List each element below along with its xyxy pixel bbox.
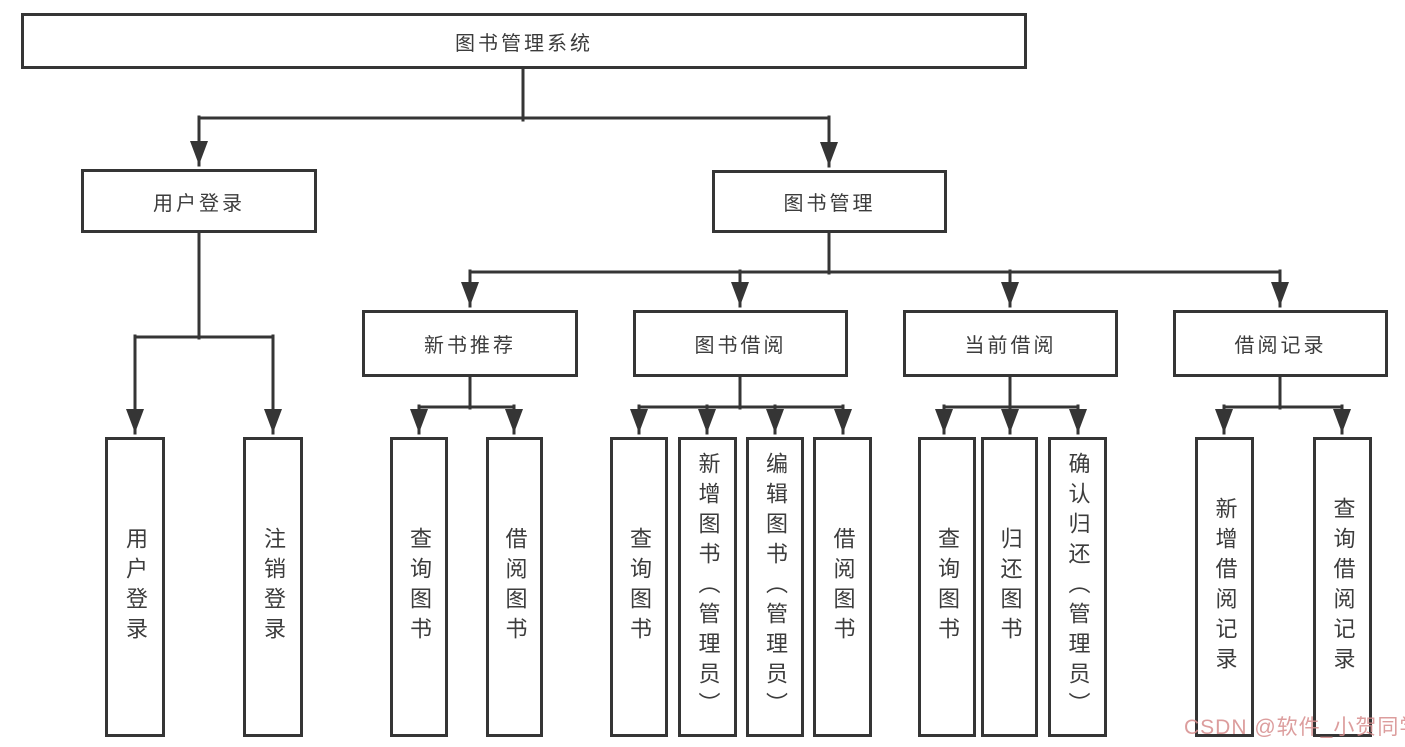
leaf-label: 查询图书 <box>935 527 960 647</box>
node-borrow-record: 借阅记录 <box>1173 310 1388 377</box>
leaf-label: 用户登录 <box>123 527 148 647</box>
node-current-borrow: 当前借阅 <box>903 310 1118 377</box>
node-library-management-system: 图书管理系统 <box>21 13 1027 69</box>
leaf-label: 编辑图书（管理员） <box>763 452 788 722</box>
node-label: 借阅记录 <box>1234 335 1327 357</box>
leaf-query-books-recommend: 查询图书 <box>390 437 448 737</box>
leaf-label: 注销登录 <box>261 527 286 647</box>
node-label: 新书推荐 <box>424 335 516 357</box>
leaf-label: 借阅图书 <box>502 527 528 647</box>
node-label: 用户登录 <box>153 192 245 215</box>
leaf-label: 归还图书 <box>997 527 1023 647</box>
leaf-label: 查询借阅记录 <box>1330 497 1356 677</box>
node-user-login: 用户登录 <box>81 169 317 233</box>
node-label: 当前借阅 <box>964 335 1057 357</box>
node-book-borrow: 图书借阅 <box>633 310 848 377</box>
leaf-logout: 注销登录 <box>243 437 303 737</box>
leaf-add-borrow-record: 新增借阅记录 <box>1195 437 1254 737</box>
leaf-add-books-admin: 新增图书（管理员） <box>678 437 737 737</box>
leaf-label: 确认归还（管理员） <box>1065 452 1091 722</box>
leaf-borrow-books-recommend: 借阅图书 <box>486 437 543 737</box>
node-label: 图书管理系统 <box>455 32 593 55</box>
leaf-query-books-borrow: 查询图书 <box>610 437 668 737</box>
leaf-confirm-return-admin: 确认归还（管理员） <box>1048 437 1107 737</box>
leaf-borrow-books: 借阅图书 <box>813 437 872 737</box>
node-new-book-recommend: 新书推荐 <box>362 310 578 377</box>
leaf-query-borrow-record: 查询借阅记录 <box>1313 437 1372 737</box>
leaf-user-login: 用户登录 <box>105 437 165 737</box>
leaf-label: 借阅图书 <box>830 527 856 647</box>
node-label: 图书管理 <box>783 193 876 215</box>
leaf-label: 查询图书 <box>407 527 432 647</box>
leaf-label: 查询图书 <box>627 527 652 647</box>
leaf-query-books-current: 查询图书 <box>918 437 976 737</box>
node-book-management: 图书管理 <box>712 170 947 233</box>
leaf-return-books: 归还图书 <box>981 437 1038 737</box>
leaf-label: 新增借阅记录 <box>1212 497 1238 677</box>
leaf-edit-books-admin: 编辑图书（管理员） <box>746 437 804 737</box>
node-label: 图书借阅 <box>694 335 787 357</box>
watermark-text: CSDN @软件_小贺同学 <box>1184 716 1405 739</box>
leaf-label: 新增图书（管理员） <box>695 452 721 722</box>
